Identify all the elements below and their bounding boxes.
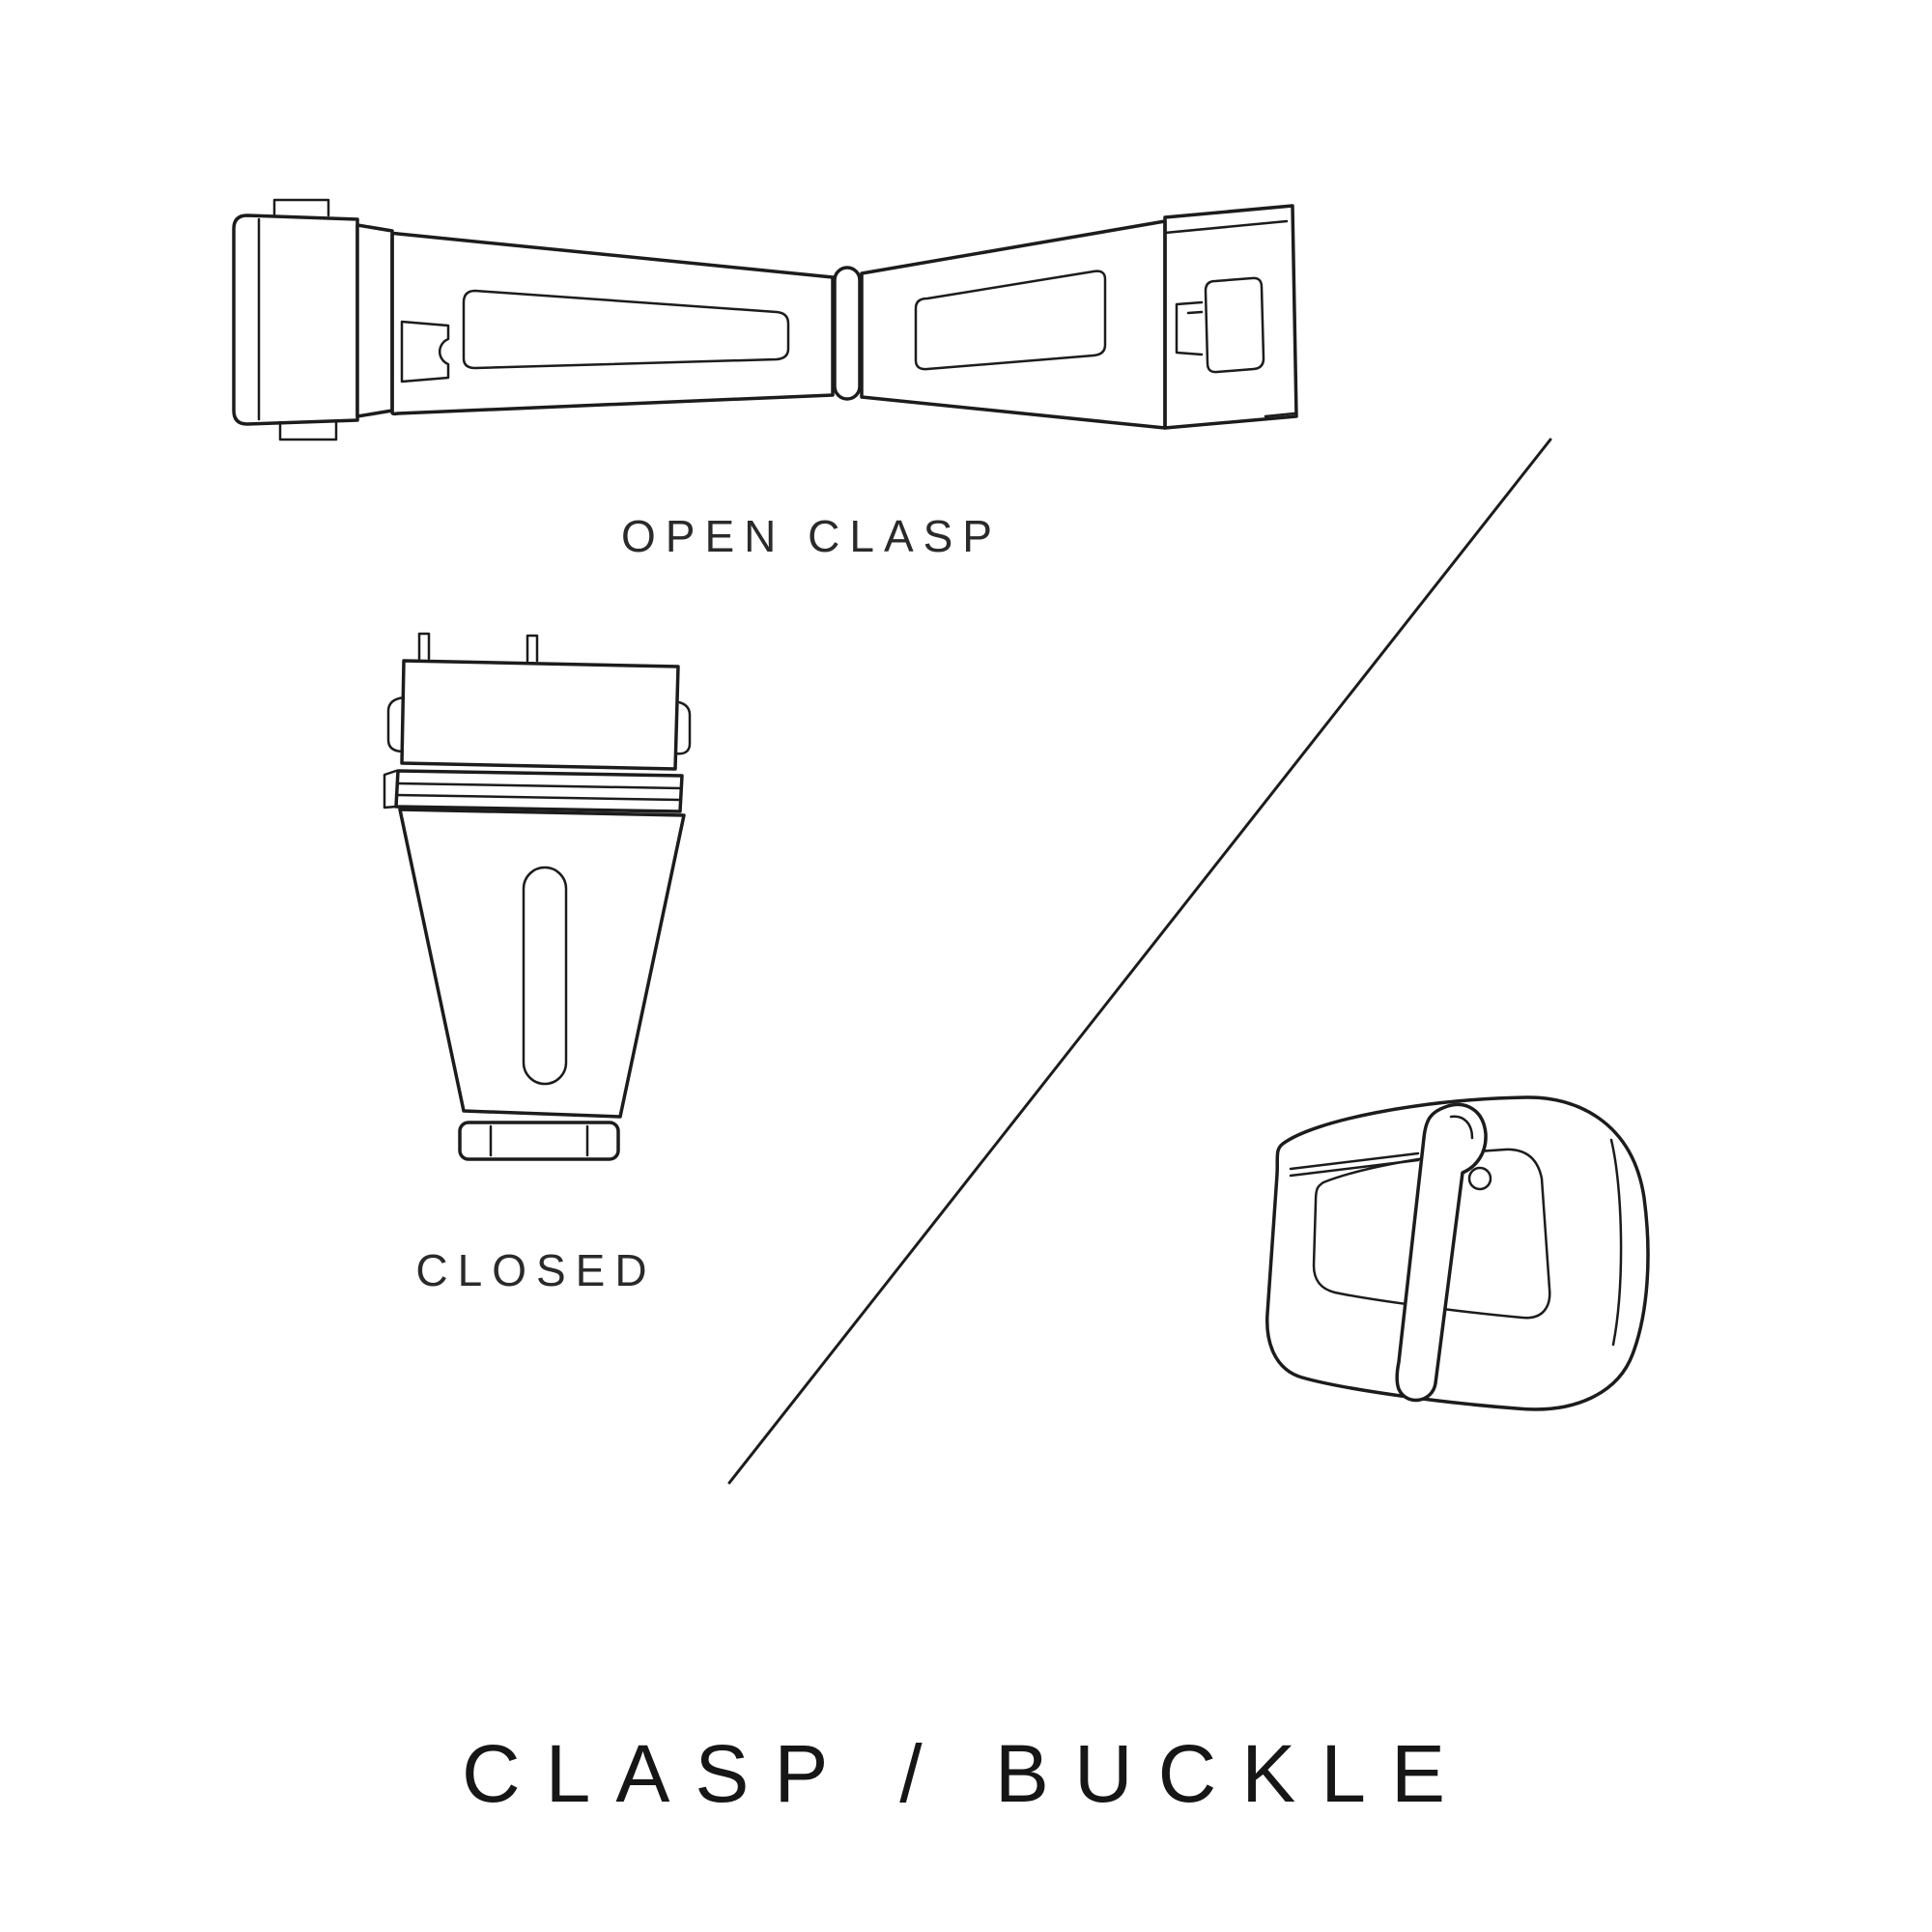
page-title: CLASP / BUCKLE: [461, 1728, 1471, 1819]
tang-buckle-illustration: [1265, 1095, 1650, 1411]
diagonal-divider-line: [727, 438, 1552, 1485]
open-clasp-illustration: [232, 198, 1298, 441]
closed-clasp-illustration: [383, 632, 692, 1161]
closed-clasp-label: CLOSED: [415, 1245, 657, 1295]
open-clasp-label: OPEN CLASP: [621, 511, 1002, 561]
